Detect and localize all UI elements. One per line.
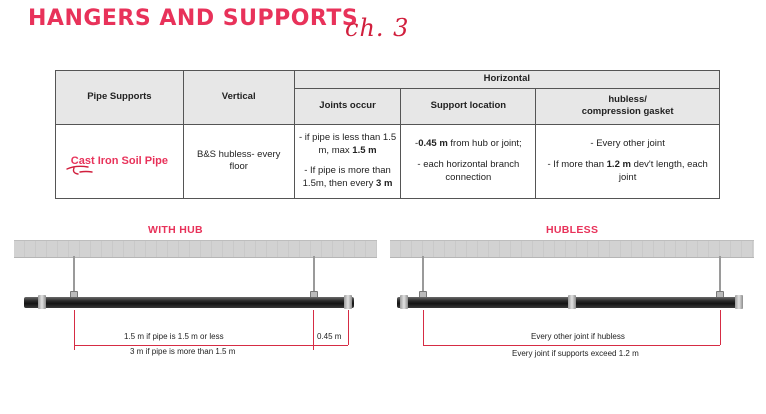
category-label: Cast Iron Soil Pipe — [70, 154, 168, 167]
pipe-coupling — [400, 295, 408, 309]
dimension-line — [423, 345, 720, 346]
joints-rule-a: - if pipe is less than 1.5 m, max 1.5 m — [298, 131, 397, 156]
joints-rule-b: - If pipe is more than 1.5m, then every … — [302, 165, 393, 190]
joints-cell: - if pipe is less than 1.5 m, max 1.5 m … — [293, 123, 402, 199]
dimension-tick — [348, 310, 349, 345]
with-hub-label-1: 1.5 m if pipe is 1.5 m or less — [124, 332, 224, 341]
with-hub-ceiling — [14, 240, 377, 258]
hubless-label-1: Every other joint if hubless — [531, 332, 625, 341]
dimension-tick — [720, 310, 721, 345]
header-vertical: Vertical — [182, 70, 295, 125]
hanger-rod — [313, 256, 315, 298]
hubless-rule-a: - Every other joint — [590, 138, 665, 150]
hubless-ceiling — [390, 240, 754, 258]
hubless-label-2: Every joint if supports exceed 1.2 m — [512, 349, 639, 358]
support-rule-a: -0.45 m from hub or joint; — [415, 138, 522, 150]
pipe-coupling — [735, 295, 743, 309]
support-location-cell: -0.45 m from hub or joint; - each horizo… — [400, 123, 537, 199]
hanger-rod — [73, 256, 75, 298]
hubless-rule-b: - If more than 1.2 m dev't length, each … — [547, 158, 708, 183]
hanger-rod — [719, 256, 721, 298]
header-hubless-line2: compression gasket — [581, 106, 674, 118]
dimension-tick — [313, 310, 314, 350]
handwritten-note: ch. 3 — [345, 14, 410, 42]
with-hub-label-3: 0.45 m — [317, 332, 342, 341]
pipe-coupling — [568, 295, 576, 309]
hanger-rod — [422, 256, 424, 298]
supports-table: Pipe Supports Vertical Horizontal Joints… — [55, 70, 721, 199]
hubless-cell: - Every other joint - If more than 1.2 m… — [535, 123, 720, 199]
header-pipe-supports: Pipe Supports — [55, 70, 184, 125]
hubless-title: HUBLESS — [546, 224, 599, 236]
with-hub-title: WITH HUB — [148, 224, 203, 236]
pipe-hub — [38, 295, 46, 309]
support-rule-b: - each horizontal branch connection — [417, 158, 520, 183]
underline-scribble-icon — [66, 165, 93, 175]
header-horizontal: Horizontal — [293, 70, 721, 89]
header-support-location: Support location — [400, 87, 537, 125]
header-hubless-line1: hubless/ — [608, 93, 647, 105]
header-joints-occur: Joints occur — [293, 87, 402, 125]
dimension-line — [74, 345, 348, 346]
vertical-cell: B&S hubless- every floor — [182, 123, 295, 199]
pipe-hub — [344, 295, 352, 309]
with-hub-pipe — [24, 297, 354, 308]
dimension-tick — [423, 310, 424, 345]
with-hub-label-2: 3 m if pipe is more than 1.5 m — [130, 347, 236, 356]
table-row: Cast Iron Soil Pipe B&S hubless- every f… — [55, 123, 720, 199]
category-cell: Cast Iron Soil Pipe — [55, 123, 184, 199]
dimension-tick — [74, 310, 75, 350]
header-hubless: hubless/ compression gasket — [535, 87, 720, 125]
page-title: HANGERS AND SUPPORTS — [28, 6, 359, 31]
